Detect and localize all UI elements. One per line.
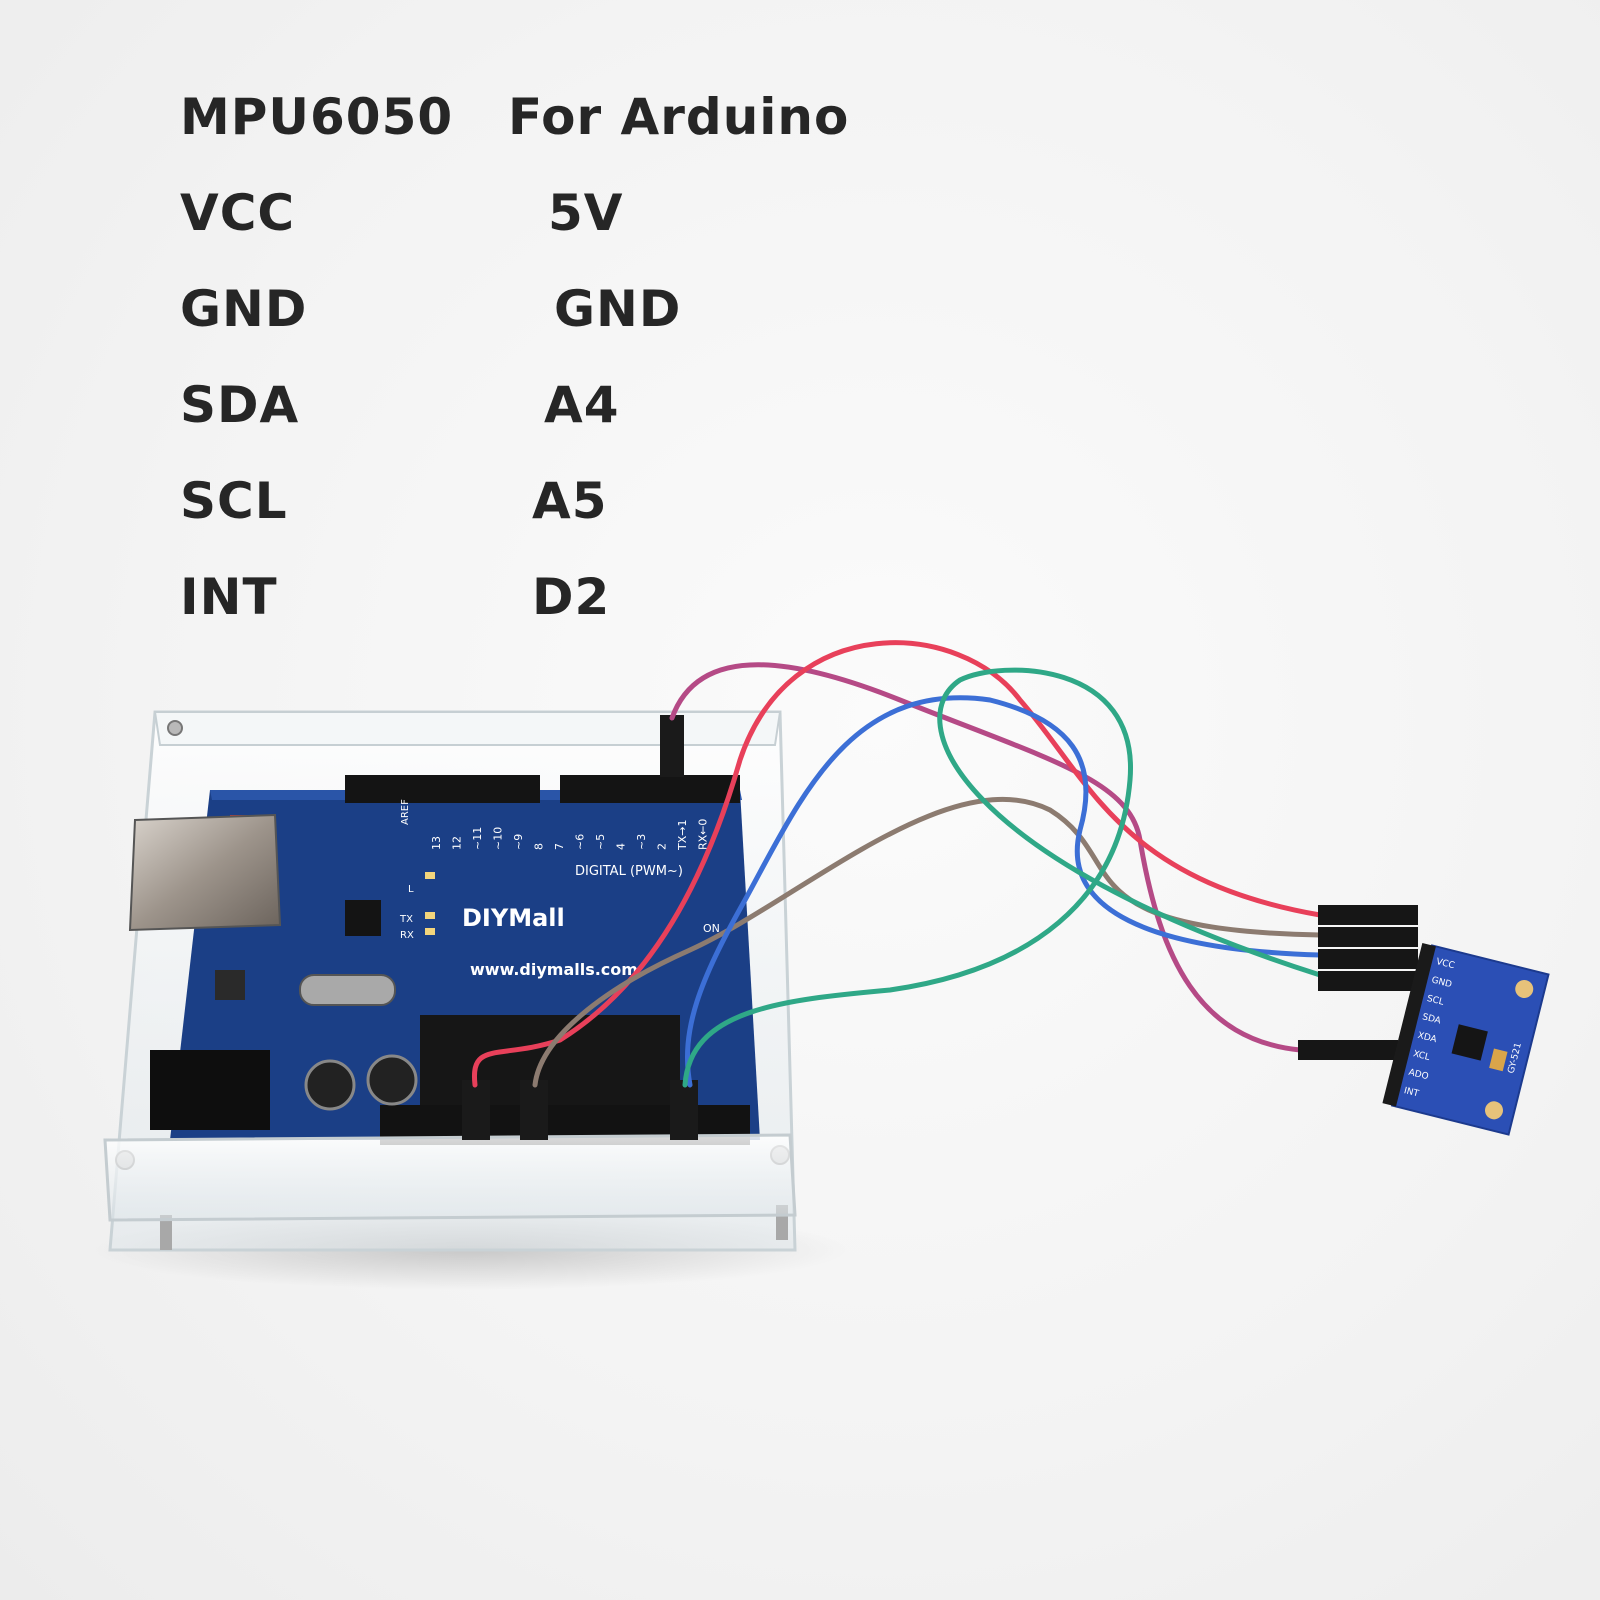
jumper-connector <box>520 1080 548 1140</box>
digital-header-right <box>560 775 740 803</box>
aref-label: AREF <box>400 799 411 825</box>
digital-pin-label: TX→1 <box>676 820 689 851</box>
board-pin: A5 <box>532 472 608 530</box>
board-url: www.diymalls.com <box>470 960 638 979</box>
board-pin: 5V <box>548 184 624 242</box>
acrylic-front-plate <box>103 1133 797 1222</box>
module-name: MPU6050 <box>180 88 454 146</box>
board-brand: DIYMall <box>462 904 565 932</box>
module-pin-label: GND <box>1430 976 1453 991</box>
digital-pin-label: 12 <box>451 836 464 850</box>
digital-pin-label: ~3 <box>635 834 648 850</box>
board-pin: D2 <box>532 568 611 626</box>
capacitor <box>304 1059 356 1111</box>
connector-gnd <box>1318 927 1418 947</box>
module-pin-label: XDA <box>1417 1031 1439 1046</box>
mount-hole-icon <box>1515 980 1534 999</box>
led-l <box>425 872 435 879</box>
connector-int <box>1298 1040 1398 1060</box>
digital-pin-label: 13 <box>430 836 443 850</box>
board-pin: A4 <box>544 376 620 434</box>
digital-pin-label: ~11 <box>471 827 484 850</box>
led-label: L <box>408 884 414 895</box>
digital-pin-label: 4 <box>615 843 628 850</box>
digital-pin-label: 8 <box>533 843 546 850</box>
module-pin-label: SDA <box>1421 1012 1442 1026</box>
module-pin-label: SCL <box>1426 994 1445 1008</box>
connector-sda <box>1318 971 1418 991</box>
led-rx <box>425 928 435 935</box>
module-capacitor <box>1489 1048 1508 1072</box>
digital-pin-label: 2 <box>656 843 669 850</box>
standoff-screw <box>160 1215 172 1250</box>
jumper-connector <box>660 715 684 777</box>
module-pin-label: XCL <box>1412 1049 1431 1063</box>
jumper-connector <box>670 1080 698 1140</box>
regulator <box>215 970 245 1000</box>
module-pin: SDA <box>180 376 300 434</box>
module-pin-label: VCC <box>1435 957 1456 971</box>
digital-pin-label: RX←0 <box>697 819 710 850</box>
module-pin-label: ADO <box>1407 1068 1429 1083</box>
mount-hole-icon <box>1484 1101 1503 1120</box>
module-pin: GND <box>180 280 308 338</box>
digital-pin-label: ~10 <box>492 827 505 850</box>
module-pin: INT <box>180 568 278 626</box>
digital-pin-label: ~6 <box>574 834 587 850</box>
board-pin: GND <box>554 280 682 338</box>
led-label: RX <box>400 930 414 941</box>
crystal-oscillator <box>299 974 396 1006</box>
module-pin-header <box>1382 943 1436 1107</box>
on-label: ON <box>703 922 720 935</box>
digital-label: DIGITAL (PWM~) <box>575 864 683 879</box>
wire-blue <box>685 695 1323 1088</box>
digital-header-left <box>345 775 540 803</box>
board-name: For Arduino <box>508 88 850 146</box>
module-pin-label: INT <box>1403 1086 1420 1099</box>
led-tx <box>425 912 435 919</box>
connector-scl <box>1318 949 1418 969</box>
digital-pin-label: 7 <box>553 843 566 850</box>
wire-green <box>682 667 1323 1088</box>
jumper-wires <box>471 640 1323 1088</box>
module-pin: VCC <box>180 184 296 242</box>
power-jack <box>150 1050 270 1130</box>
digital-pin-label: ~5 <box>594 834 607 850</box>
screw-icon <box>167 720 183 736</box>
atmega-chip <box>420 1015 680 1110</box>
digital-pin-label: ~9 <box>512 834 525 850</box>
capacitor <box>366 1054 418 1106</box>
module-pin-labels: VCC GND SCL SDA XDA XCL ADO INT <box>1403 957 1456 1099</box>
connector-vcc <box>1318 905 1418 925</box>
module-connectors <box>1298 905 1418 1060</box>
module-pin: SCL <box>180 472 288 530</box>
mpu-chip <box>1451 1024 1488 1061</box>
led-label: TX <box>399 914 413 925</box>
jumper-connector <box>462 1080 490 1140</box>
usb-connector <box>128 813 282 932</box>
usb-chip <box>345 900 381 936</box>
